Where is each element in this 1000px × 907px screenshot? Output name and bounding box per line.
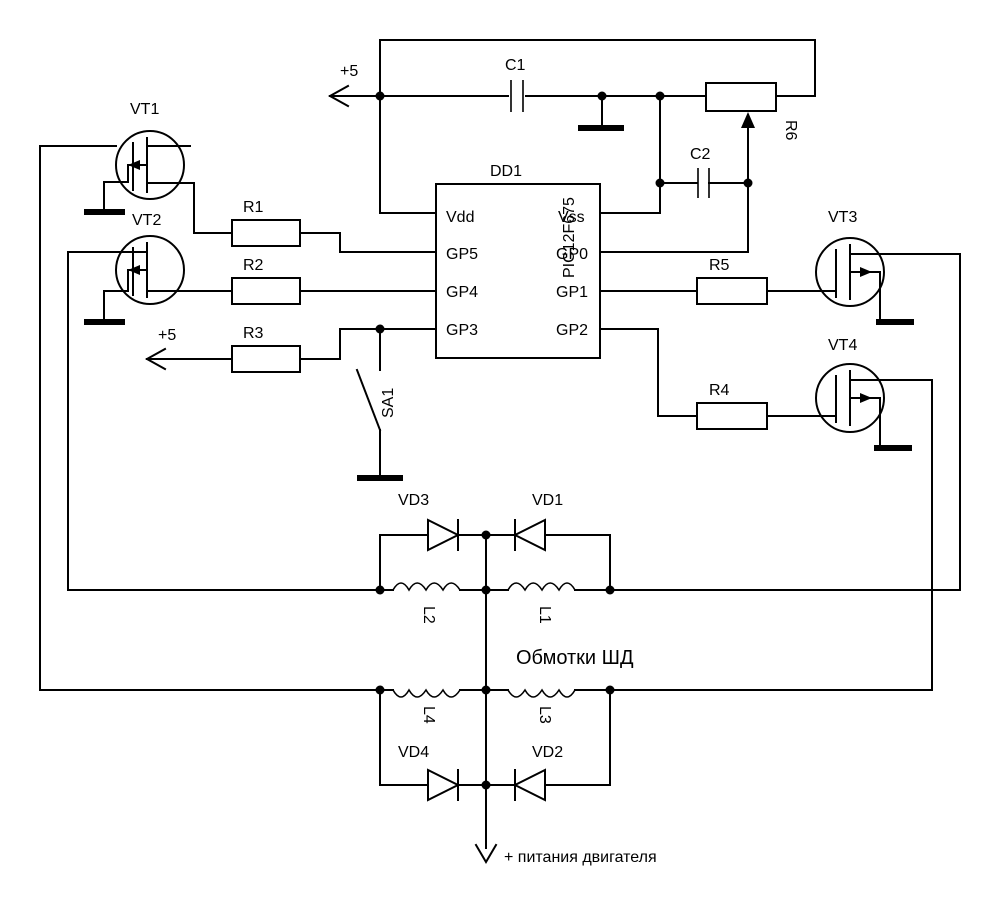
vd4-label: VD4 bbox=[398, 744, 429, 761]
dots bbox=[375, 91, 753, 790]
plus5-left-label: +5 bbox=[158, 327, 176, 344]
vt2-label: VT2 bbox=[132, 212, 161, 229]
l4-label: L4 bbox=[420, 706, 437, 724]
vd1-label: VD1 bbox=[532, 492, 563, 509]
pin-gp5: GP5 bbox=[446, 246, 478, 263]
sa1-label: SA1 bbox=[380, 388, 397, 418]
pin-gp2: GP2 bbox=[556, 322, 588, 339]
c1-label: C1 bbox=[505, 57, 526, 74]
l3-label: L3 bbox=[536, 706, 553, 724]
c2-label: C2 bbox=[690, 146, 711, 163]
capacitor-c1: C1 bbox=[505, 57, 526, 112]
coils-caption: Обмотки ШД bbox=[516, 647, 634, 669]
coil-l1: L1 bbox=[507, 582, 576, 624]
vd2-label: VD2 bbox=[532, 744, 563, 761]
diode-vd3: VD3 bbox=[398, 492, 461, 552]
coil-l3: L3 bbox=[507, 688, 576, 724]
r3-label: R3 bbox=[243, 325, 264, 342]
l1-label: L1 bbox=[536, 606, 553, 624]
right-side-wiring bbox=[599, 290, 820, 417]
resistor-r2: R2 bbox=[231, 257, 301, 305]
resistor-r5: R5 bbox=[696, 257, 768, 305]
coil-l2: L2 bbox=[392, 582, 461, 624]
potentiometer-r6: R6 bbox=[705, 82, 799, 141]
resistor-r1: R1 bbox=[231, 199, 301, 247]
vt3-label: VT3 bbox=[828, 209, 857, 226]
capacitor-c2: C2 bbox=[690, 146, 711, 198]
coil-l4: L4 bbox=[392, 688, 461, 724]
vt1-label: VT1 bbox=[130, 101, 159, 118]
r5-label: R5 bbox=[709, 257, 730, 274]
r6-label: R6 bbox=[782, 120, 799, 141]
r1-label: R1 bbox=[243, 199, 264, 216]
diode-vd1: VD1 bbox=[512, 492, 563, 552]
pin-vdd: Vdd bbox=[446, 209, 474, 226]
transistor-vt2: VT2 bbox=[67, 212, 186, 591]
pin-gp0: GP0 bbox=[556, 246, 588, 263]
chip-part-number: PIC12F675 bbox=[561, 197, 578, 278]
pin-vss: Vss bbox=[558, 209, 585, 226]
transistor-vt1: VT1 bbox=[39, 101, 195, 691]
pin-gp3: GP3 bbox=[446, 322, 478, 339]
pin-gp1: GP1 bbox=[556, 284, 588, 301]
resistor-r3: R3 bbox=[231, 325, 301, 373]
l2-label: L2 bbox=[420, 606, 437, 624]
chip-designator: DD1 bbox=[490, 163, 522, 180]
transistor-vt4: VT4 bbox=[815, 337, 933, 691]
diode-vd4: VD4 bbox=[398, 744, 461, 802]
transistor-vt3: VT3 bbox=[815, 209, 961, 591]
chip-dd1: DD1 PIC12F675 Vdd GP5 GP4 GP3 Vss GP0 GP… bbox=[435, 163, 601, 359]
coil-wiring bbox=[39, 534, 961, 849]
motor-supply-arrow: + питания двигателя bbox=[474, 843, 657, 866]
r2-label: R2 bbox=[243, 257, 264, 274]
vt4-label: VT4 bbox=[828, 337, 857, 354]
plus5-top-label: +5 bbox=[340, 63, 358, 80]
pin-gp4: GP4 bbox=[446, 284, 478, 301]
plus5-left-arrow: +5 bbox=[144, 327, 176, 371]
vd3-label: VD3 bbox=[398, 492, 429, 509]
diode-vd2: VD2 bbox=[512, 744, 563, 802]
plus5-top-arrow: +5 bbox=[327, 63, 358, 108]
r4-label: R4 bbox=[709, 382, 730, 399]
motor-supply-label: + питания двигателя bbox=[504, 849, 657, 866]
left-side-wiring bbox=[146, 182, 437, 479]
resistor-r4: R4 bbox=[696, 382, 768, 430]
